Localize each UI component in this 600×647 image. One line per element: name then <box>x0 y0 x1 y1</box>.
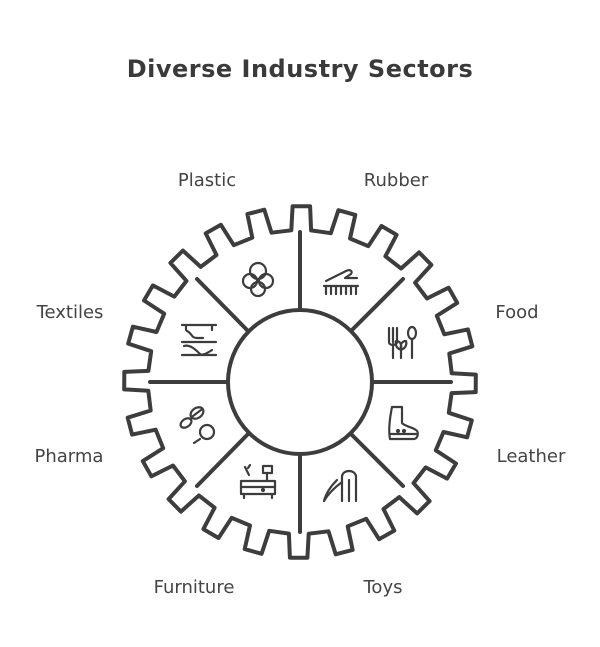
sector-label-toys: Toys <box>363 577 403 598</box>
sector-label-rubber: Rubber <box>364 170 429 191</box>
diagram-title: Diverse Industry Sectors <box>127 55 474 83</box>
fabric-rolls-icon <box>180 323 218 357</box>
slide-icon <box>322 469 358 503</box>
sector-label-leather: Leather <box>497 446 566 467</box>
hand-brush-icon <box>322 269 360 296</box>
fork-plant-spoon-icon <box>387 325 418 360</box>
divider-bottom-left <box>195 431 251 488</box>
sector-label-food: Food <box>495 302 538 323</box>
sector-label-plastic: Plastic <box>178 170 236 191</box>
divider-top-right <box>348 277 405 334</box>
plastic-pellets-icon <box>241 261 275 298</box>
lamp-desk-icon <box>239 463 277 500</box>
boot-icon <box>388 405 419 441</box>
divider-top-left <box>195 277 251 334</box>
sector-dividers <box>148 230 453 534</box>
sector-label-pharma: Pharma <box>35 446 104 467</box>
sector-label-furniture: Furniture <box>154 577 235 598</box>
gear-hub <box>226 308 374 456</box>
divider-bottom-right <box>348 431 405 488</box>
sector-label-textiles: Textiles <box>36 302 104 323</box>
pills-magnifier-icon <box>179 406 216 445</box>
